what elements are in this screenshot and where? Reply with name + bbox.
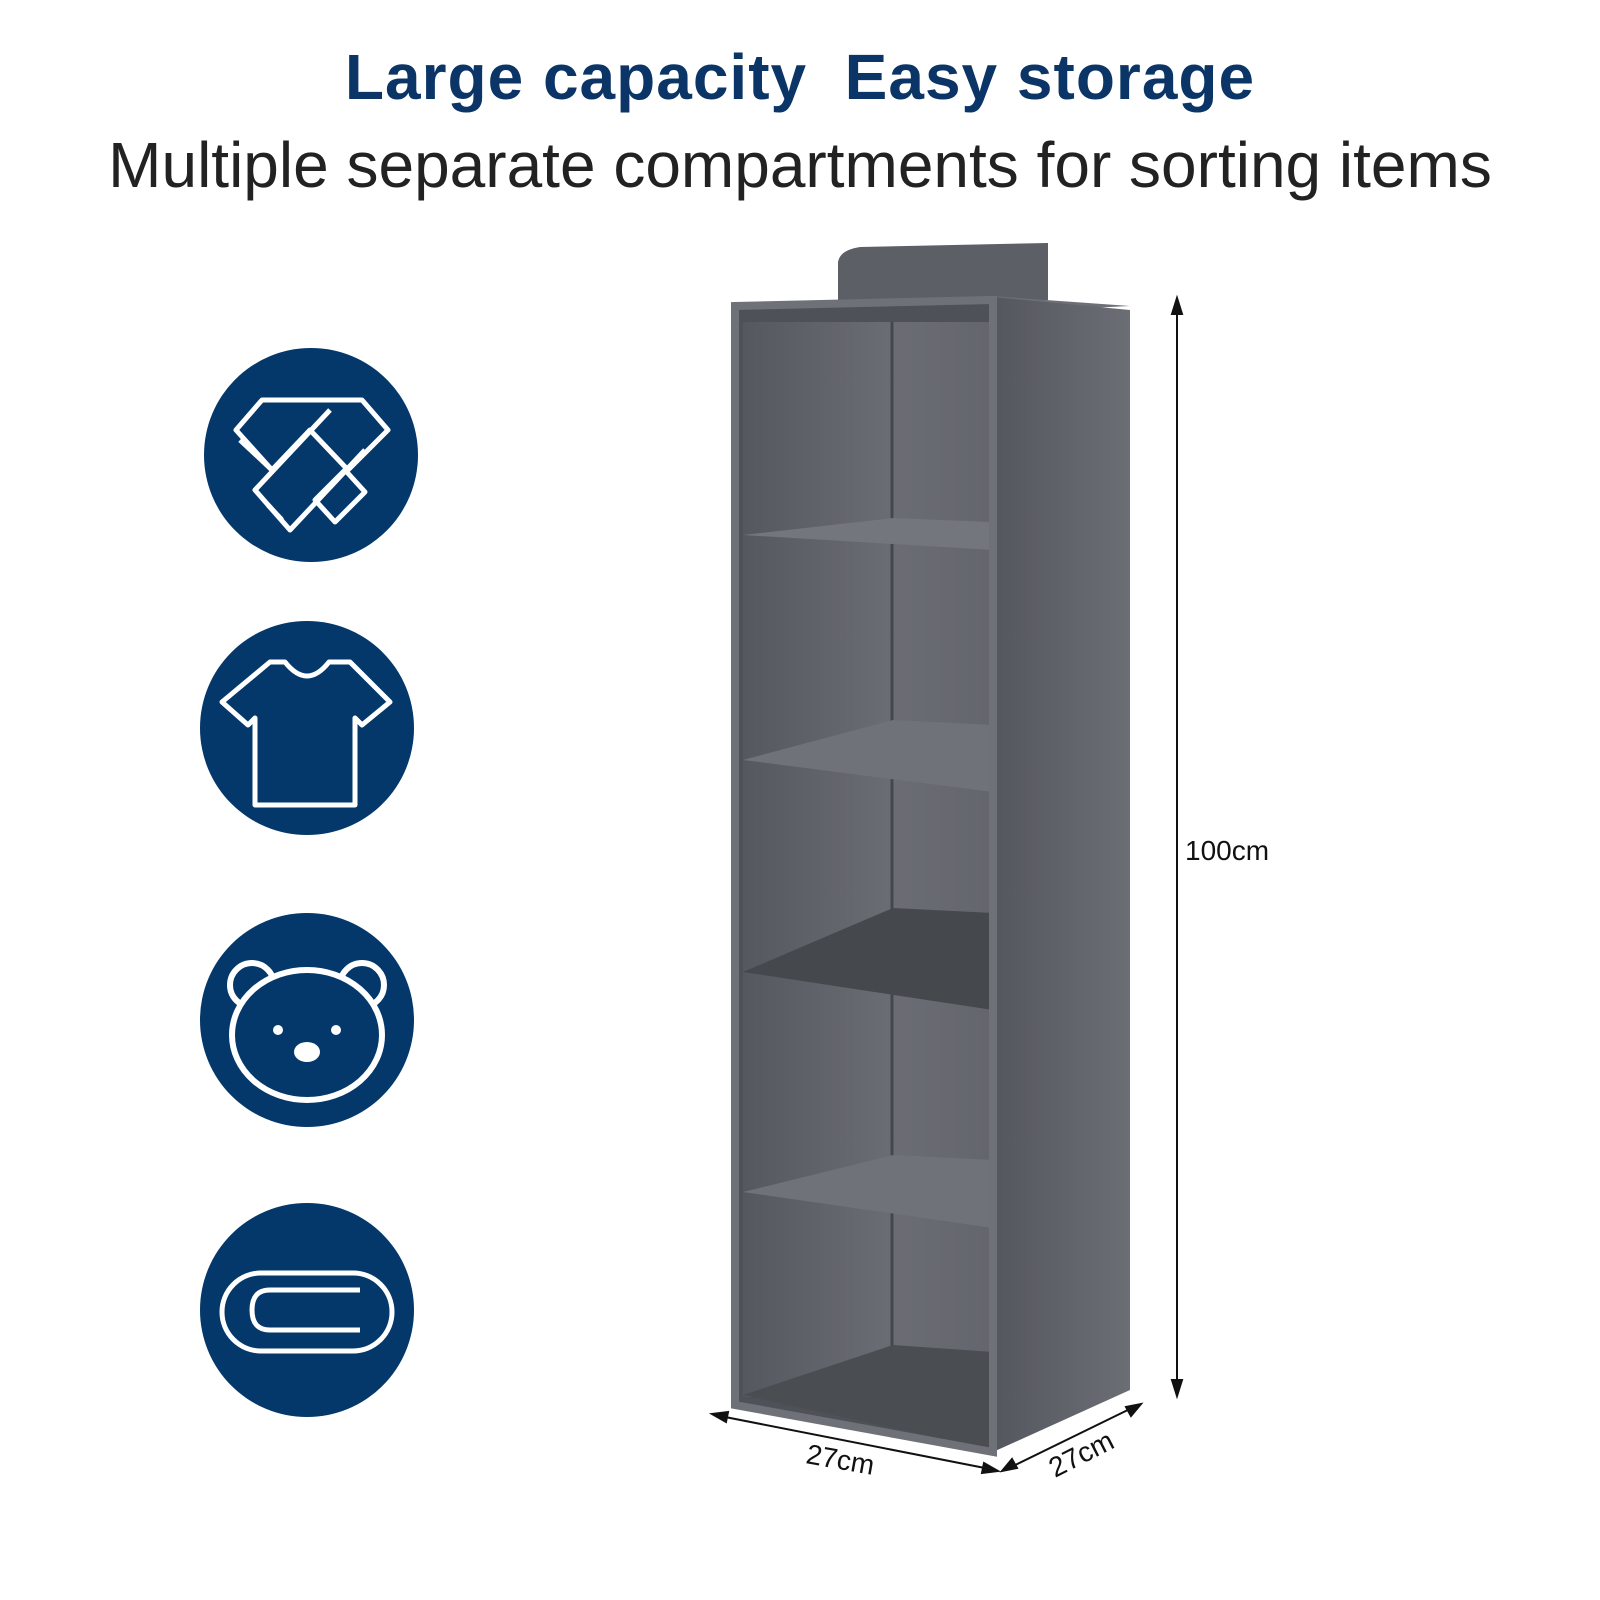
height-label: 100cm — [1185, 835, 1269, 866]
subheadline: Multiple separate compartments for sorti… — [108, 129, 1492, 201]
hanging-organizer — [730, 243, 1130, 1457]
teddy-bear-icon — [200, 913, 414, 1127]
hanging-strap — [838, 243, 1048, 300]
headline: Large capacity Easy storage — [344, 41, 1256, 113]
tshirt-icon — [200, 621, 414, 835]
scarf-icon — [204, 348, 418, 562]
folded-blanket-icon — [200, 1203, 414, 1417]
